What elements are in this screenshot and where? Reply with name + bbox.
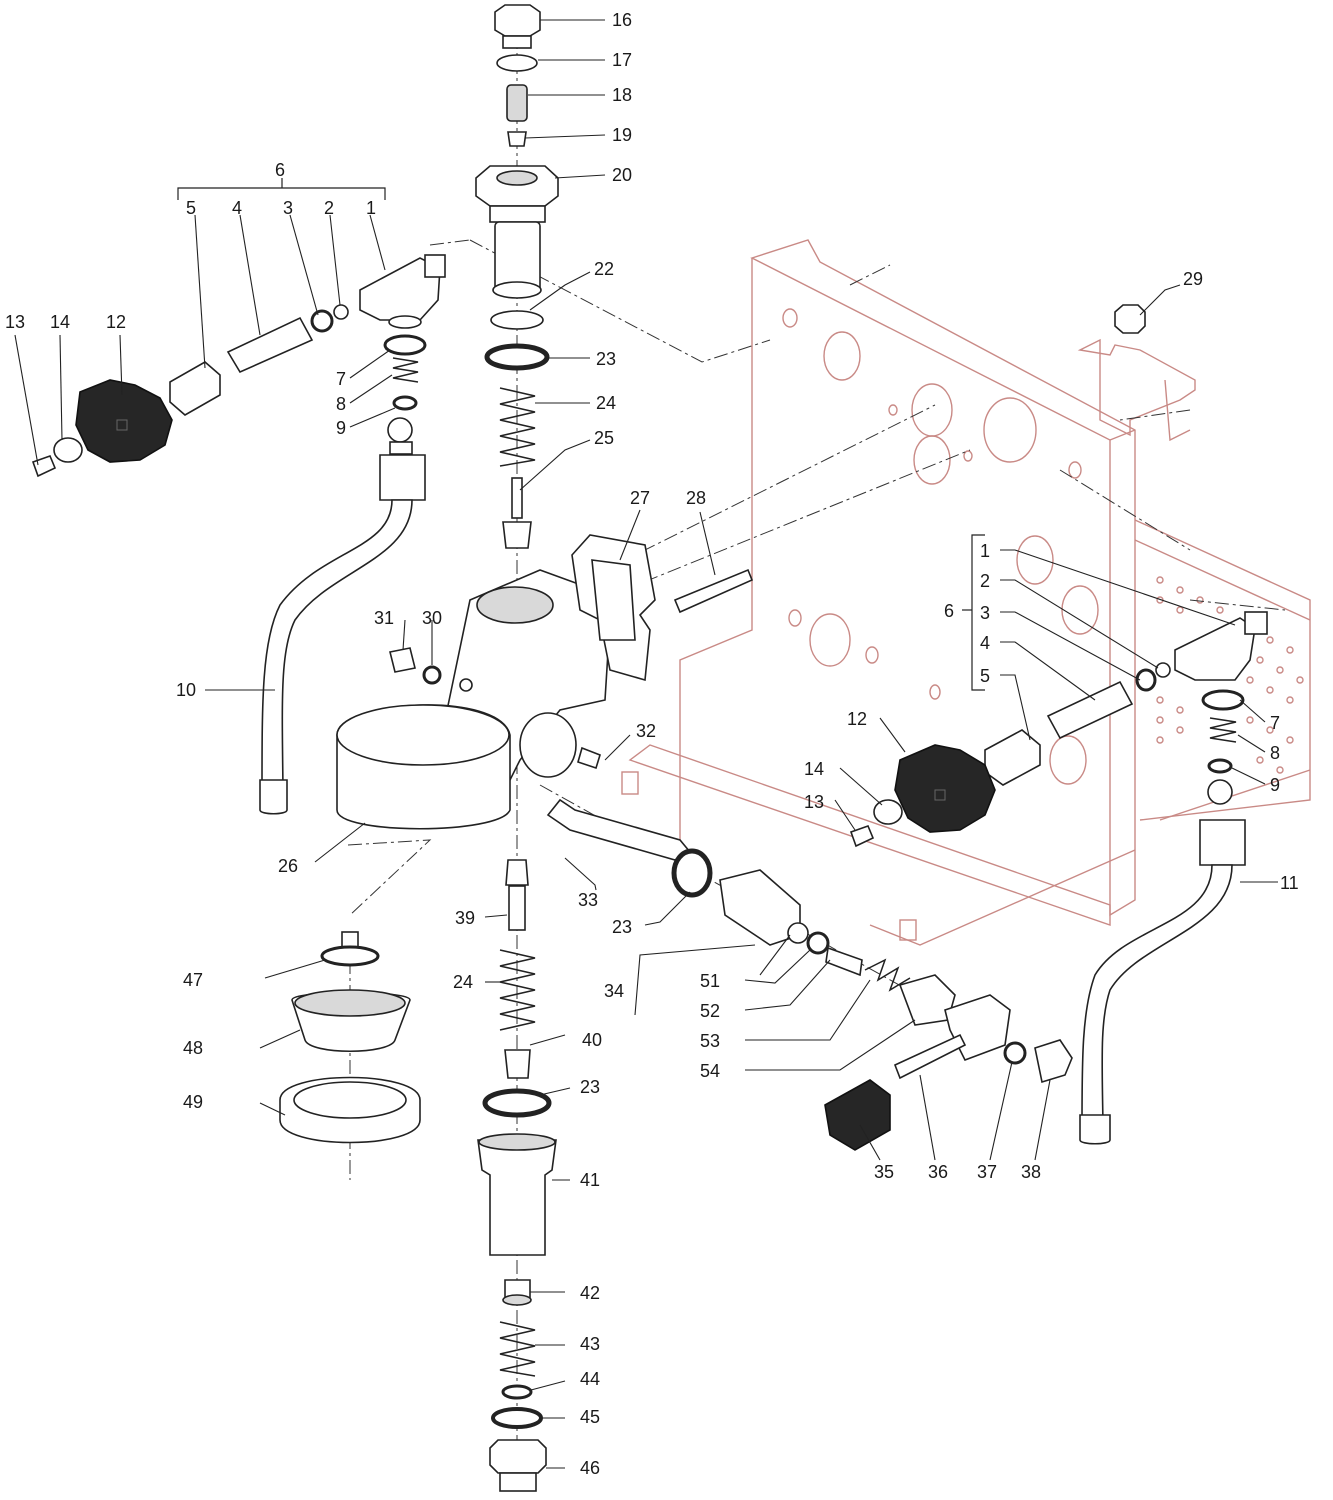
callout-1-right: 1: [980, 541, 990, 561]
right-valve: [849, 611, 1268, 1145]
group-brackets: [177, 178, 985, 691]
callout-54: 54: [700, 1061, 720, 1081]
callout-8-left: 8: [336, 394, 346, 414]
callout-8-right: 8: [1270, 743, 1280, 763]
callout-46: 46: [580, 1458, 600, 1478]
callout-25: 25: [594, 428, 614, 448]
callout-40: 40: [582, 1030, 602, 1050]
callout-22: 22: [594, 259, 614, 279]
screw-31: [389, 647, 416, 673]
callout-23-upper: 23: [596, 349, 616, 369]
callout-35: 35: [874, 1162, 894, 1182]
callout-13-left: 13: [5, 312, 25, 332]
callout-2-left: 2: [324, 198, 334, 218]
callout-32: 32: [636, 721, 656, 741]
callout-12-left: 12: [106, 312, 126, 332]
callout-5-left: 5: [186, 198, 196, 218]
callout-3-right: 3: [980, 603, 990, 623]
callout-37: 37: [977, 1162, 997, 1182]
callout-4-left: 4: [232, 198, 242, 218]
callout-14-right: 14: [804, 759, 824, 779]
callout-43: 43: [580, 1334, 600, 1354]
callout-23-lower: 23: [580, 1077, 600, 1097]
callout-6-left: 6: [275, 160, 285, 180]
left-valve: [31, 254, 446, 815]
callout-4-right: 4: [980, 633, 990, 653]
callout-18: 18: [612, 85, 632, 105]
callout-49: 49: [183, 1092, 203, 1112]
callout-7-left: 7: [336, 369, 346, 389]
callout-48: 48: [183, 1038, 203, 1058]
callout-24-lower: 24: [453, 972, 473, 992]
group-head: [336, 534, 754, 830]
callout-44: 44: [580, 1369, 600, 1389]
water-valve: [546, 798, 1073, 1151]
callout-13-right: 13: [804, 792, 824, 812]
callout-2-right: 2: [980, 571, 990, 591]
callout-11: 11: [1280, 873, 1299, 893]
callout-5-right: 5: [980, 666, 990, 686]
callout-53: 53: [700, 1031, 720, 1051]
callout-6-right: 6: [944, 601, 954, 621]
callout-19: 19: [612, 125, 632, 145]
callout-45: 45: [580, 1407, 600, 1427]
callout-52: 52: [700, 1001, 720, 1021]
callout-31: 31: [374, 608, 394, 628]
filter-parts: [279, 931, 421, 1144]
callout-10: 10: [176, 680, 196, 700]
callout-47: 47: [183, 970, 203, 990]
callout-9-right: 9: [1270, 775, 1280, 795]
machine-frame: [621, 239, 1311, 946]
callout-36: 36: [928, 1162, 948, 1182]
nut-29: [1114, 304, 1146, 334]
callout-30: 30: [422, 608, 442, 628]
callout-14-left: 14: [50, 312, 70, 332]
jet-32: [577, 746, 601, 770]
callout-34: 34: [604, 981, 624, 1001]
callout-12-right: 12: [847, 709, 867, 729]
callout-42: 42: [580, 1283, 600, 1303]
callout-28: 28: [686, 488, 706, 508]
callout-3-left: 3: [283, 198, 293, 218]
callout-16: 16: [612, 10, 632, 30]
callout-27: 27: [630, 488, 650, 508]
callout-9-left: 9: [336, 418, 346, 438]
callout-7-right: 7: [1270, 713, 1280, 733]
central-stack: [475, 4, 559, 1492]
callout-20: 20: [612, 165, 632, 185]
callout-29: 29: [1183, 269, 1203, 289]
leader-lines: [14, 19, 1278, 1469]
callout-labels: 16 17 18 19 20 22 23 24 25 27 28 29 31 3…: [5, 10, 1299, 1478]
callout-38: 38: [1021, 1162, 1041, 1182]
callout-17: 17: [612, 50, 632, 70]
washer-30: [422, 665, 442, 685]
callout-1-left: 1: [366, 198, 376, 218]
callout-24-upper: 24: [596, 393, 616, 413]
callout-51: 51: [700, 971, 720, 991]
callout-23-mid: 23: [612, 917, 632, 937]
callout-39: 39: [455, 908, 475, 928]
callout-26: 26: [278, 856, 298, 876]
callout-33: 33: [578, 890, 598, 910]
callout-41: 41: [580, 1170, 600, 1190]
